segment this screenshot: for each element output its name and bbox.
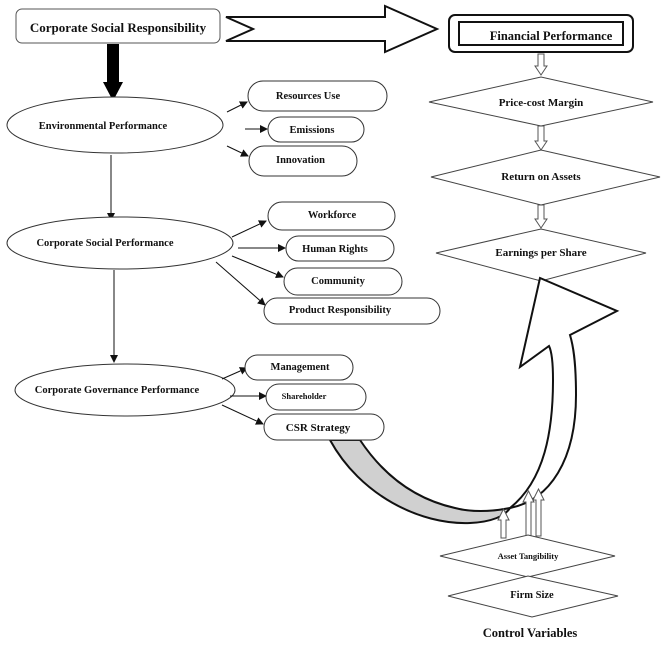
arrow-to-innovation	[226, 145, 249, 157]
pillar-governance: Corporate Governance Performance	[14, 363, 236, 417]
hollow-down-arrow	[534, 53, 548, 76]
svg-text:Community: Community	[311, 276, 365, 287]
hollow-down-arrow	[534, 125, 548, 151]
item-resources-use: Resources Use	[247, 80, 388, 112]
svg-text:Earnings per Share: Earnings per Share	[495, 247, 586, 259]
svg-text:Shareholder: Shareholder	[282, 391, 327, 401]
svg-text:Product Responsibility: Product Responsibility	[289, 305, 392, 316]
hollow-up-arrow	[532, 487, 545, 537]
svg-text:Management: Management	[271, 362, 330, 373]
csr-to-pillars-arrow	[103, 44, 123, 101]
svg-text:Innovation: Innovation	[276, 155, 325, 166]
hollow-up-arrow	[522, 489, 535, 537]
item-shareholder: Shareholder	[265, 383, 367, 411]
arrow-to-community	[231, 255, 284, 279]
svg-text:Human Rights: Human Rights	[302, 244, 368, 255]
item-emissions: Emissions	[267, 116, 365, 143]
control-firm-size: Firm Size	[447, 575, 619, 618]
curve-shaded-band	[328, 439, 513, 525]
arrow-to-csr-strategy	[221, 404, 264, 425]
svg-text:Asset Tangibility: Asset Tangibility	[498, 551, 559, 561]
item-product-responsibility: Product Responsibility	[263, 297, 441, 325]
arrow-to-product-responsibility	[215, 261, 266, 306]
item-management: Management	[244, 354, 354, 381]
item-innovation: Innovation	[248, 145, 358, 177]
measure-price-cost-margin: Price-cost Margin	[428, 76, 654, 127]
pillar-environmental: Environmental Performance	[6, 96, 224, 154]
item-community: Community	[283, 267, 403, 296]
pillar-social: Corporate Social Performance	[6, 216, 234, 270]
arrow-to-workforce	[231, 220, 267, 238]
svg-text:Price-cost Margin: Price-cost Margin	[499, 97, 584, 109]
csr-title: Corporate Social Responsibility	[30, 20, 207, 35]
svg-text:Workforce: Workforce	[308, 210, 357, 221]
arrow-to-resources-use	[226, 101, 248, 113]
arrow-to-management	[221, 367, 248, 380]
financial-performance-box: Financial Performance	[448, 14, 634, 53]
hollow-up-arrow	[497, 507, 510, 539]
item-workforce: Workforce	[267, 201, 396, 231]
control-asset-tangibility: Asset Tangibility	[439, 534, 616, 578]
financial-flow-arrows	[534, 53, 548, 229]
svg-text:Firm Size: Firm Size	[510, 590, 554, 601]
measure-return-on-assets: Return on Assets	[430, 149, 661, 206]
svg-text:Environmental Performance: Environmental Performance	[39, 121, 168, 132]
svg-text:Corporate Governance Performan: Corporate Governance Performance	[35, 385, 200, 396]
control-arrows	[497, 487, 545, 539]
hollow-down-arrow	[534, 204, 548, 229]
csr-to-financial-arrow	[225, 4, 440, 54]
csr-strategy-curved-arrow	[328, 276, 620, 525]
svg-text:Emissions: Emissions	[290, 125, 335, 136]
financial-title: Financial Performance	[490, 29, 613, 43]
control-variables-title: Control Variables	[483, 626, 578, 640]
svg-text:CSR Strategy: CSR Strategy	[286, 422, 351, 434]
csr-box: Corporate Social Responsibility	[15, 8, 221, 44]
item-human-rights: Human Rights	[285, 235, 395, 262]
item-csr-strategy: CSR Strategy	[263, 413, 385, 441]
measure-earnings-per-share: Earnings per Share	[435, 228, 647, 282]
curve-arrow-body	[509, 276, 620, 509]
svg-text:Resources Use: Resources Use	[276, 91, 341, 102]
svg-text:Corporate Social Performance: Corporate Social Performance	[36, 238, 173, 249]
svg-text:Return on Assets: Return on Assets	[501, 171, 581, 183]
